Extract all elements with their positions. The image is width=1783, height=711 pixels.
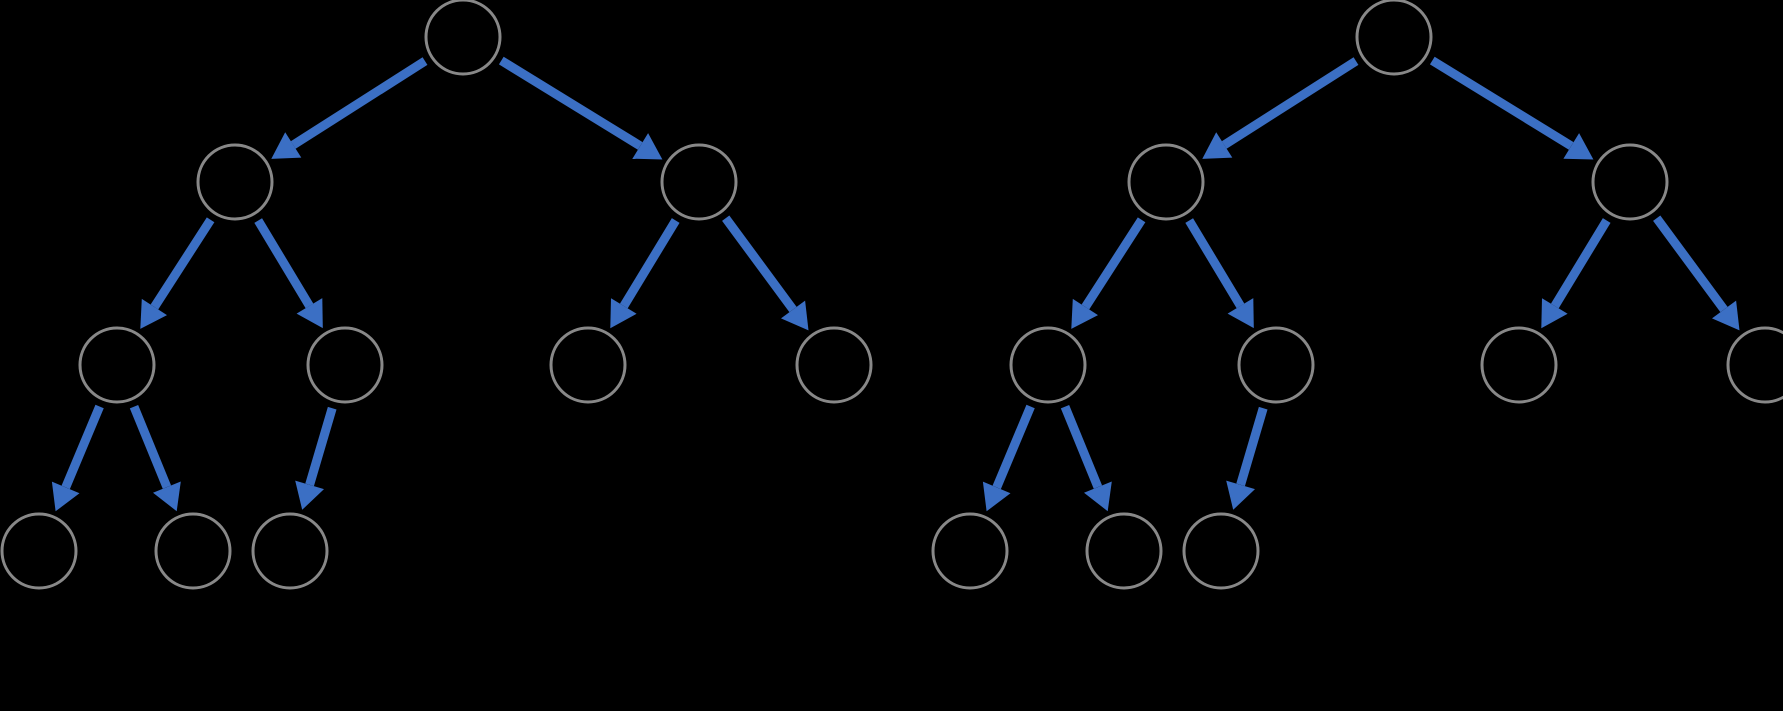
tree-node-circle[interactable] (1591, 143, 1669, 221)
arrowhead-icon (296, 298, 323, 329)
tree-edge-arrow (271, 57, 428, 159)
tree-edge-arrow (1202, 57, 1359, 159)
tree-node-circle[interactable] (154, 512, 232, 590)
tree-edge-arrow (140, 217, 215, 329)
arrowhead-icon (271, 132, 302, 159)
edge-shaft (254, 218, 314, 309)
arrowhead-icon (1541, 298, 1568, 329)
arrowhead-icon (140, 298, 167, 329)
edge-shaft (1653, 215, 1728, 313)
arrowhead-icon (51, 481, 80, 512)
edge-shaft (290, 57, 428, 149)
tree-node-circle[interactable] (196, 143, 274, 221)
tree-edge-arrow (1429, 56, 1594, 160)
edge-shaft (1236, 406, 1268, 487)
tree-left-edges (51, 56, 809, 512)
edge-shaft (619, 218, 680, 309)
tree-node-circle[interactable] (0, 512, 78, 590)
tree-node-circle[interactable] (1127, 143, 1205, 221)
edge-shaft (305, 406, 337, 487)
arrowhead-icon (153, 481, 181, 512)
tree-node-circle[interactable] (306, 326, 384, 404)
tree-edge-arrow (1185, 218, 1254, 329)
edge-shaft (992, 404, 1035, 490)
tree-node-circle[interactable] (1480, 326, 1558, 404)
arrowhead-icon (1563, 133, 1594, 160)
tree-node-circle[interactable] (78, 326, 156, 404)
arrowhead-icon (982, 481, 1011, 512)
edge-shaft (129, 404, 172, 489)
tree-left-nodes (0, 0, 873, 590)
edge-shaft (1081, 217, 1146, 310)
tree-edge-arrow (982, 404, 1035, 512)
arrowhead-icon (1084, 481, 1112, 512)
arrowhead-icon (1071, 298, 1098, 329)
tree-node-circle[interactable] (1085, 512, 1163, 590)
tree-right-edges (982, 56, 1740, 512)
edge-shaft (1060, 404, 1103, 489)
tree-node-circle[interactable] (1726, 326, 1783, 404)
arrowhead-icon (1226, 480, 1255, 510)
arrowhead-icon (610, 298, 637, 329)
tree-edge-arrow (722, 215, 809, 331)
arrowhead-icon (1227, 298, 1254, 329)
tree-edge-arrow (1541, 218, 1611, 329)
edge-shaft (1550, 218, 1611, 309)
edge-shaft (61, 404, 104, 490)
arrowhead-icon (632, 133, 663, 160)
edge-shaft (498, 56, 643, 150)
tree-edge-arrow (1226, 406, 1268, 510)
tree-node-circle[interactable] (660, 143, 738, 221)
tree-edge-arrow (295, 406, 337, 510)
tree-node-circle[interactable] (424, 0, 502, 76)
edge-shaft (722, 215, 797, 313)
tree-node-circle[interactable] (795, 326, 873, 404)
arrowhead-icon (295, 480, 324, 510)
tree-node-circle[interactable] (1182, 512, 1260, 590)
tree-node-circle[interactable] (1355, 0, 1433, 76)
edge-shaft (1429, 56, 1574, 150)
tree-right-nodes (931, 0, 1783, 590)
tree-node-circle[interactable] (1237, 326, 1315, 404)
tree-edge-arrow (129, 404, 181, 512)
tree-edge-arrow (610, 218, 680, 329)
edge-shaft (1185, 218, 1245, 309)
arrowhead-icon (1202, 132, 1233, 159)
tree-edge-arrow (1071, 217, 1146, 329)
edges-layer (51, 56, 1740, 512)
tree-node-circle[interactable] (1009, 326, 1087, 404)
tree-node-circle[interactable] (549, 326, 627, 404)
tree-edge-arrow (498, 56, 663, 160)
edge-shaft (1221, 57, 1359, 149)
tree-node-circle[interactable] (251, 512, 329, 590)
tree-node-circle[interactable] (931, 512, 1009, 590)
edge-shaft (150, 217, 215, 310)
arrowhead-icon (1712, 300, 1740, 331)
nodes-layer (0, 0, 1783, 590)
arrowhead-icon (781, 300, 809, 331)
tree-edge-arrow (51, 404, 104, 512)
tree-edge-arrow (1060, 404, 1112, 512)
tree-edge-arrow (1653, 215, 1740, 331)
tree-edge-arrow (254, 218, 323, 329)
